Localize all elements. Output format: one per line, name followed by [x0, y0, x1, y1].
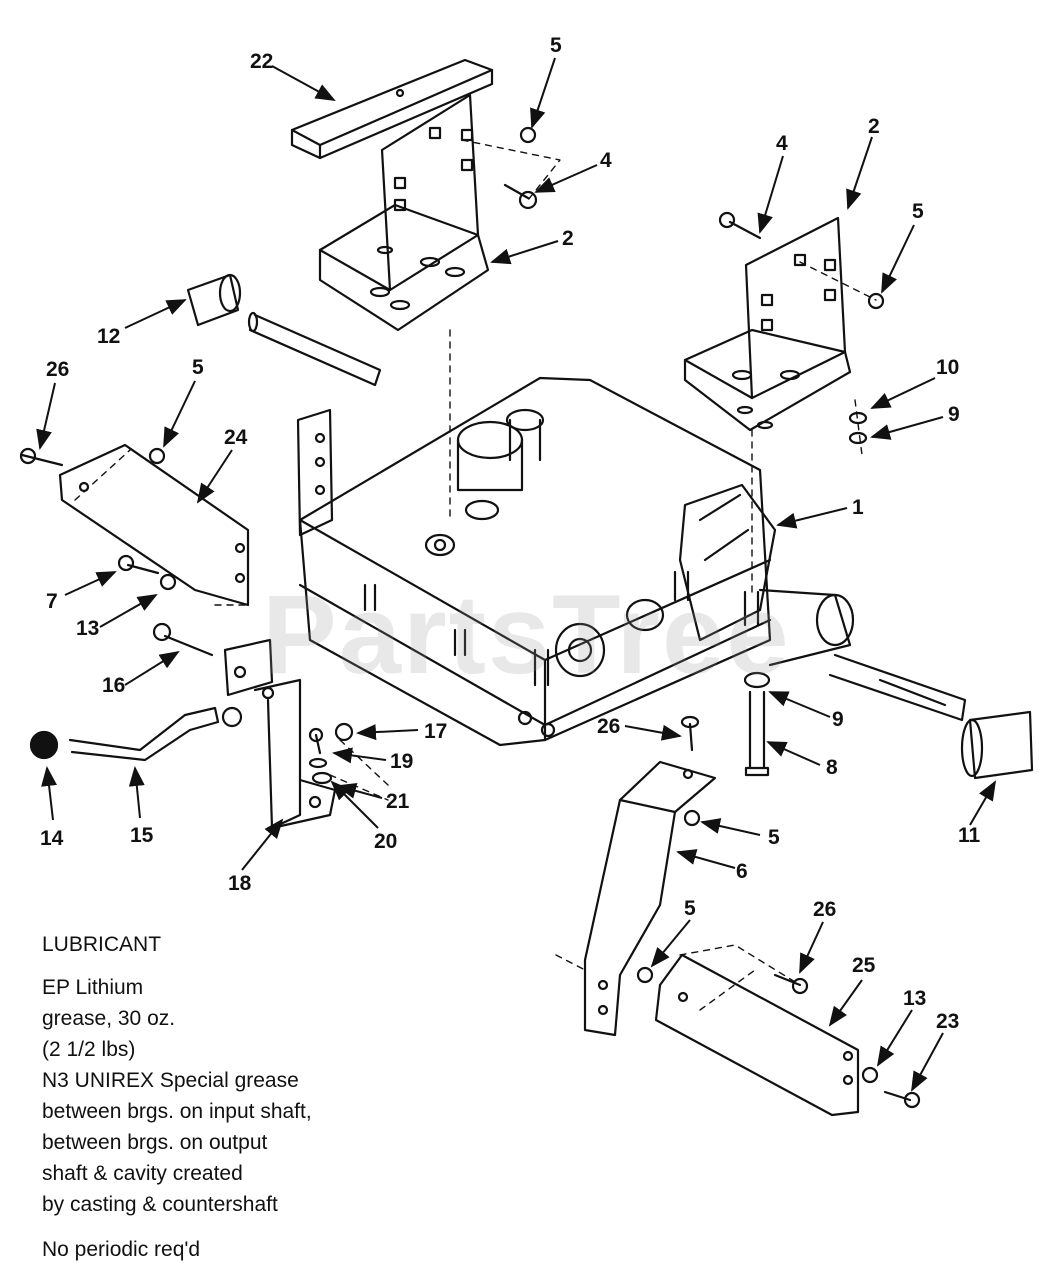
lubricant-line: (2 1/2 lbs): [42, 1038, 136, 1061]
callout-4: 4: [776, 132, 788, 155]
callout-18: 18: [228, 872, 252, 895]
callout-26: 26: [597, 715, 620, 738]
callout-2: 2: [868, 115, 880, 138]
callout-5: 5: [192, 356, 204, 379]
callout-13: 13: [76, 617, 99, 640]
callout-5: 5: [912, 200, 924, 223]
plate-25: [654, 953, 860, 1117]
bushing-12: [186, 273, 242, 327]
callout-15: 15: [130, 824, 154, 847]
callout-19: 19: [390, 750, 413, 773]
knob-14: [29, 730, 59, 760]
lever-15: [68, 706, 243, 762]
callout-2: 2: [562, 227, 574, 250]
transmission-housing-1: [296, 376, 967, 747]
callout-17: 17: [424, 720, 447, 743]
callout-25: 25: [852, 954, 876, 977]
callout-26: 26: [46, 358, 69, 381]
lubricant-line: between brgs. on input shaft,: [42, 1100, 312, 1123]
plate-22: [290, 58, 494, 160]
callout-12: 12: [97, 325, 120, 348]
plate-24: [58, 443, 250, 607]
callout-13: 13: [903, 987, 926, 1010]
leader-arrows: [36, 57, 997, 1092]
callout-5: 5: [684, 897, 696, 920]
bracket-6: [583, 760, 717, 1037]
callout-16: 16: [102, 674, 125, 697]
callout-5: 5: [550, 34, 562, 57]
callout-14: 14: [40, 827, 64, 850]
callout-5: 5: [768, 826, 780, 849]
callout-4: 4: [600, 149, 612, 172]
callout-7: 7: [46, 590, 58, 613]
lubricant-line: EP Lithium: [42, 976, 144, 999]
lubricant-footnote: No periodic req'd: [42, 1238, 201, 1261]
hardware: [19, 126, 921, 1109]
callout-26: 26: [813, 898, 836, 921]
callout-10: 10: [936, 356, 959, 379]
input-shaft: [247, 311, 382, 387]
callout-11: 11: [958, 824, 981, 847]
bracket-2-upper: [318, 93, 490, 332]
bushing-11: [960, 710, 1034, 780]
callout-24: 24: [224, 426, 248, 449]
lubricant-line: N3 UNIREX Special grease: [42, 1069, 299, 1092]
callout-21: 21: [386, 790, 410, 813]
callout-23: 23: [936, 1010, 959, 1033]
callout-9: 9: [948, 403, 960, 426]
callout-8: 8: [826, 756, 838, 779]
callout-1: 1: [852, 496, 864, 519]
lubricant-notes: LUBRICANT EP Lithium grease, 30 oz. (2 1…: [42, 929, 422, 1265]
lubricant-line: by casting & countershaft: [42, 1193, 278, 1216]
lubricant-line: shaft & cavity created: [42, 1162, 243, 1185]
lubricant-line: between brgs. on output: [42, 1131, 268, 1154]
callout-labels: 22 5 4 2 4 2 5 12 26 5 24 10 9 1 7 13 16…: [40, 34, 981, 1033]
bolt-8: [743, 671, 771, 777]
lubricant-line: grease, 30 oz.: [42, 1007, 176, 1030]
callout-22: 22: [250, 50, 273, 73]
bracket-2-right: [683, 216, 852, 432]
callout-6: 6: [736, 860, 748, 883]
callout-9: 9: [832, 708, 844, 731]
callout-20: 20: [374, 830, 397, 853]
bracket-18: [223, 638, 337, 830]
lubricant-heading: LUBRICANT: [42, 933, 162, 956]
